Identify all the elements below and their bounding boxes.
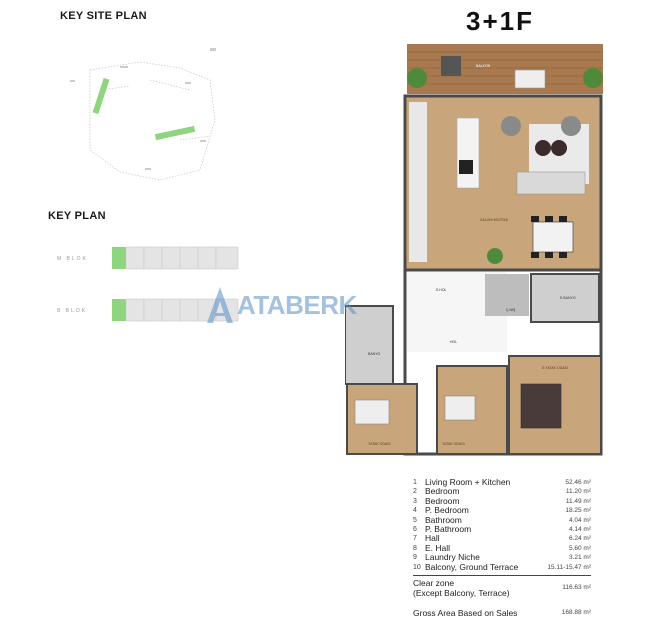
room-label: YATAK ODASI [442,442,465,446]
legend-item-name: Balcony, Ground Terrace [425,561,519,572]
kitchen-island [456,117,480,189]
legend-item-name: P. Bathroom [425,523,472,534]
legend-item-area: 18.25 m² [565,507,591,515]
key-plan-block-strip [112,246,239,270]
legend-item-name: Bathroom [425,514,462,525]
coffee-table-icon [535,140,551,156]
clear-zone-label: Clear zone [413,577,455,588]
room-label: BANYO [368,352,381,356]
legend-item: 7 Hall 6.24 m² [413,533,591,544]
legend-item-name: Laundry Niche [425,552,480,563]
legend-item-name: P. Bedroom [425,505,469,516]
room-label: SALON+MUTFAK [480,218,509,222]
legend-item-number: 8 [413,544,417,552]
legend-item-number: 7 [413,535,417,543]
site-block-highlight [92,77,110,115]
legend-item-name: Bedroom [425,495,460,506]
legend-item: 9 Laundry Niche 3.21 m² [413,552,591,563]
key-site-plan-title: KEY SITE PLAN [60,10,147,22]
legend-item-number: 1 [413,479,417,486]
plant-icon [487,248,503,264]
plant-icon [407,68,427,88]
key-plan-title: KEY PLAN [48,210,106,222]
legend-item: 8 E. Hall 5.60 m² [413,542,591,553]
legend-item: 2 Bedroom 11.20 m² [413,486,591,497]
gross-area-row: Gross Area Based on Sales 168.88 m² [413,608,591,618]
clear-zone-sublabel: (Except Balcony, Terrace) [413,587,510,598]
key-plan-block-strip [112,298,239,322]
legend-item: 10 Balcony, Ground Terrace 15.11-15.47 m² [413,561,591,572]
plant-icon [583,68,603,88]
room-label: E.HOL [436,288,447,292]
floor-plan [345,44,603,456]
legend-item-area: 4.04 m² [568,516,591,524]
bed-icon [444,395,476,421]
legend-item-area: 11.20 m² [565,488,591,496]
room-label: E.BANYO [560,296,576,300]
legend-divider [413,574,591,576]
legend-item-area: 6.24 m² [568,535,591,543]
legend-item-area: 4.14 m² [568,525,591,533]
gross-area-label: Gross Area Based on Sales [413,607,518,618]
armchair-icon [561,116,581,136]
room-label: HOL [450,340,458,344]
legend-item-name: Living Room + Kitchen [425,477,511,487]
balcony-deck [407,44,603,94]
block-label: M BLOK [57,256,88,262]
balcony-table-icon [441,56,461,76]
legend-item-number: 3 [413,497,417,505]
clear-zone-area: 116.63 m² [562,583,591,591]
legend-item-name: E. Hall [425,542,451,553]
room-label: E.YATAK ODASI [542,366,568,370]
clear-zone-row: Clear zone (Except Balcony, Terrace) 116… [413,578,591,598]
legend-item: 6 P. Bathroom 4.14 m² [413,523,591,534]
block-label: B BLOK [57,308,88,314]
legend-item-area: 11.49 m² [565,497,591,505]
sofa-icon [516,171,586,195]
cooktop-icon [459,160,473,174]
legend-item: 3 Bedroom 11.49 m² [413,495,591,506]
sofa-icon [514,69,546,89]
legend-item-number: 5 [413,516,417,524]
legend-item: 1 Living Room + Kitchen 52.46 m² [413,477,591,487]
watermark-text: ATABERK [237,289,357,320]
bed-icon [354,399,390,425]
gross-area-value: 168.88 m² [561,608,591,616]
site-plan-sketch [70,48,216,181]
legend-item-name: Bedroom [425,486,460,497]
bathroom [345,305,394,385]
legend-item-number: 2 [413,488,417,496]
legend-item-number: 10 [413,563,421,571]
dining-table-icon [532,221,574,253]
room-label: Ç.NIŞ [506,308,516,312]
room-label: YATAK ODASI [368,442,391,446]
legend-item-area: 3.21 m² [568,554,591,562]
legend-item-area: 5.60 m² [568,544,591,552]
legend-item: 4 P. Bedroom 18.25 m² [413,505,591,516]
legend-item-number: 9 [413,554,417,562]
coffee-table-icon [551,140,567,156]
watermark: ATABERK [205,285,357,325]
legend-item-area: 52.46 m² [565,479,591,486]
ensuite-bathroom [530,273,600,323]
legend-item-name: Hall [425,533,440,544]
room-label: BALKON [476,64,491,68]
armchair-icon [501,116,521,136]
legend-item-number: 4 [413,507,417,515]
legend-item: 5 Bathroom 4.04 m² [413,514,591,525]
unit-type-heading: 3+1F [466,6,534,36]
legend-item-area: 15.11-15.47 m² [547,563,591,571]
kitchen-counter [409,102,427,262]
laundry-niche [485,274,529,316]
building-logo-icon [207,287,233,323]
legend-item-number: 6 [413,525,417,533]
site-block-highlight [154,125,196,141]
bed-icon [520,383,562,429]
